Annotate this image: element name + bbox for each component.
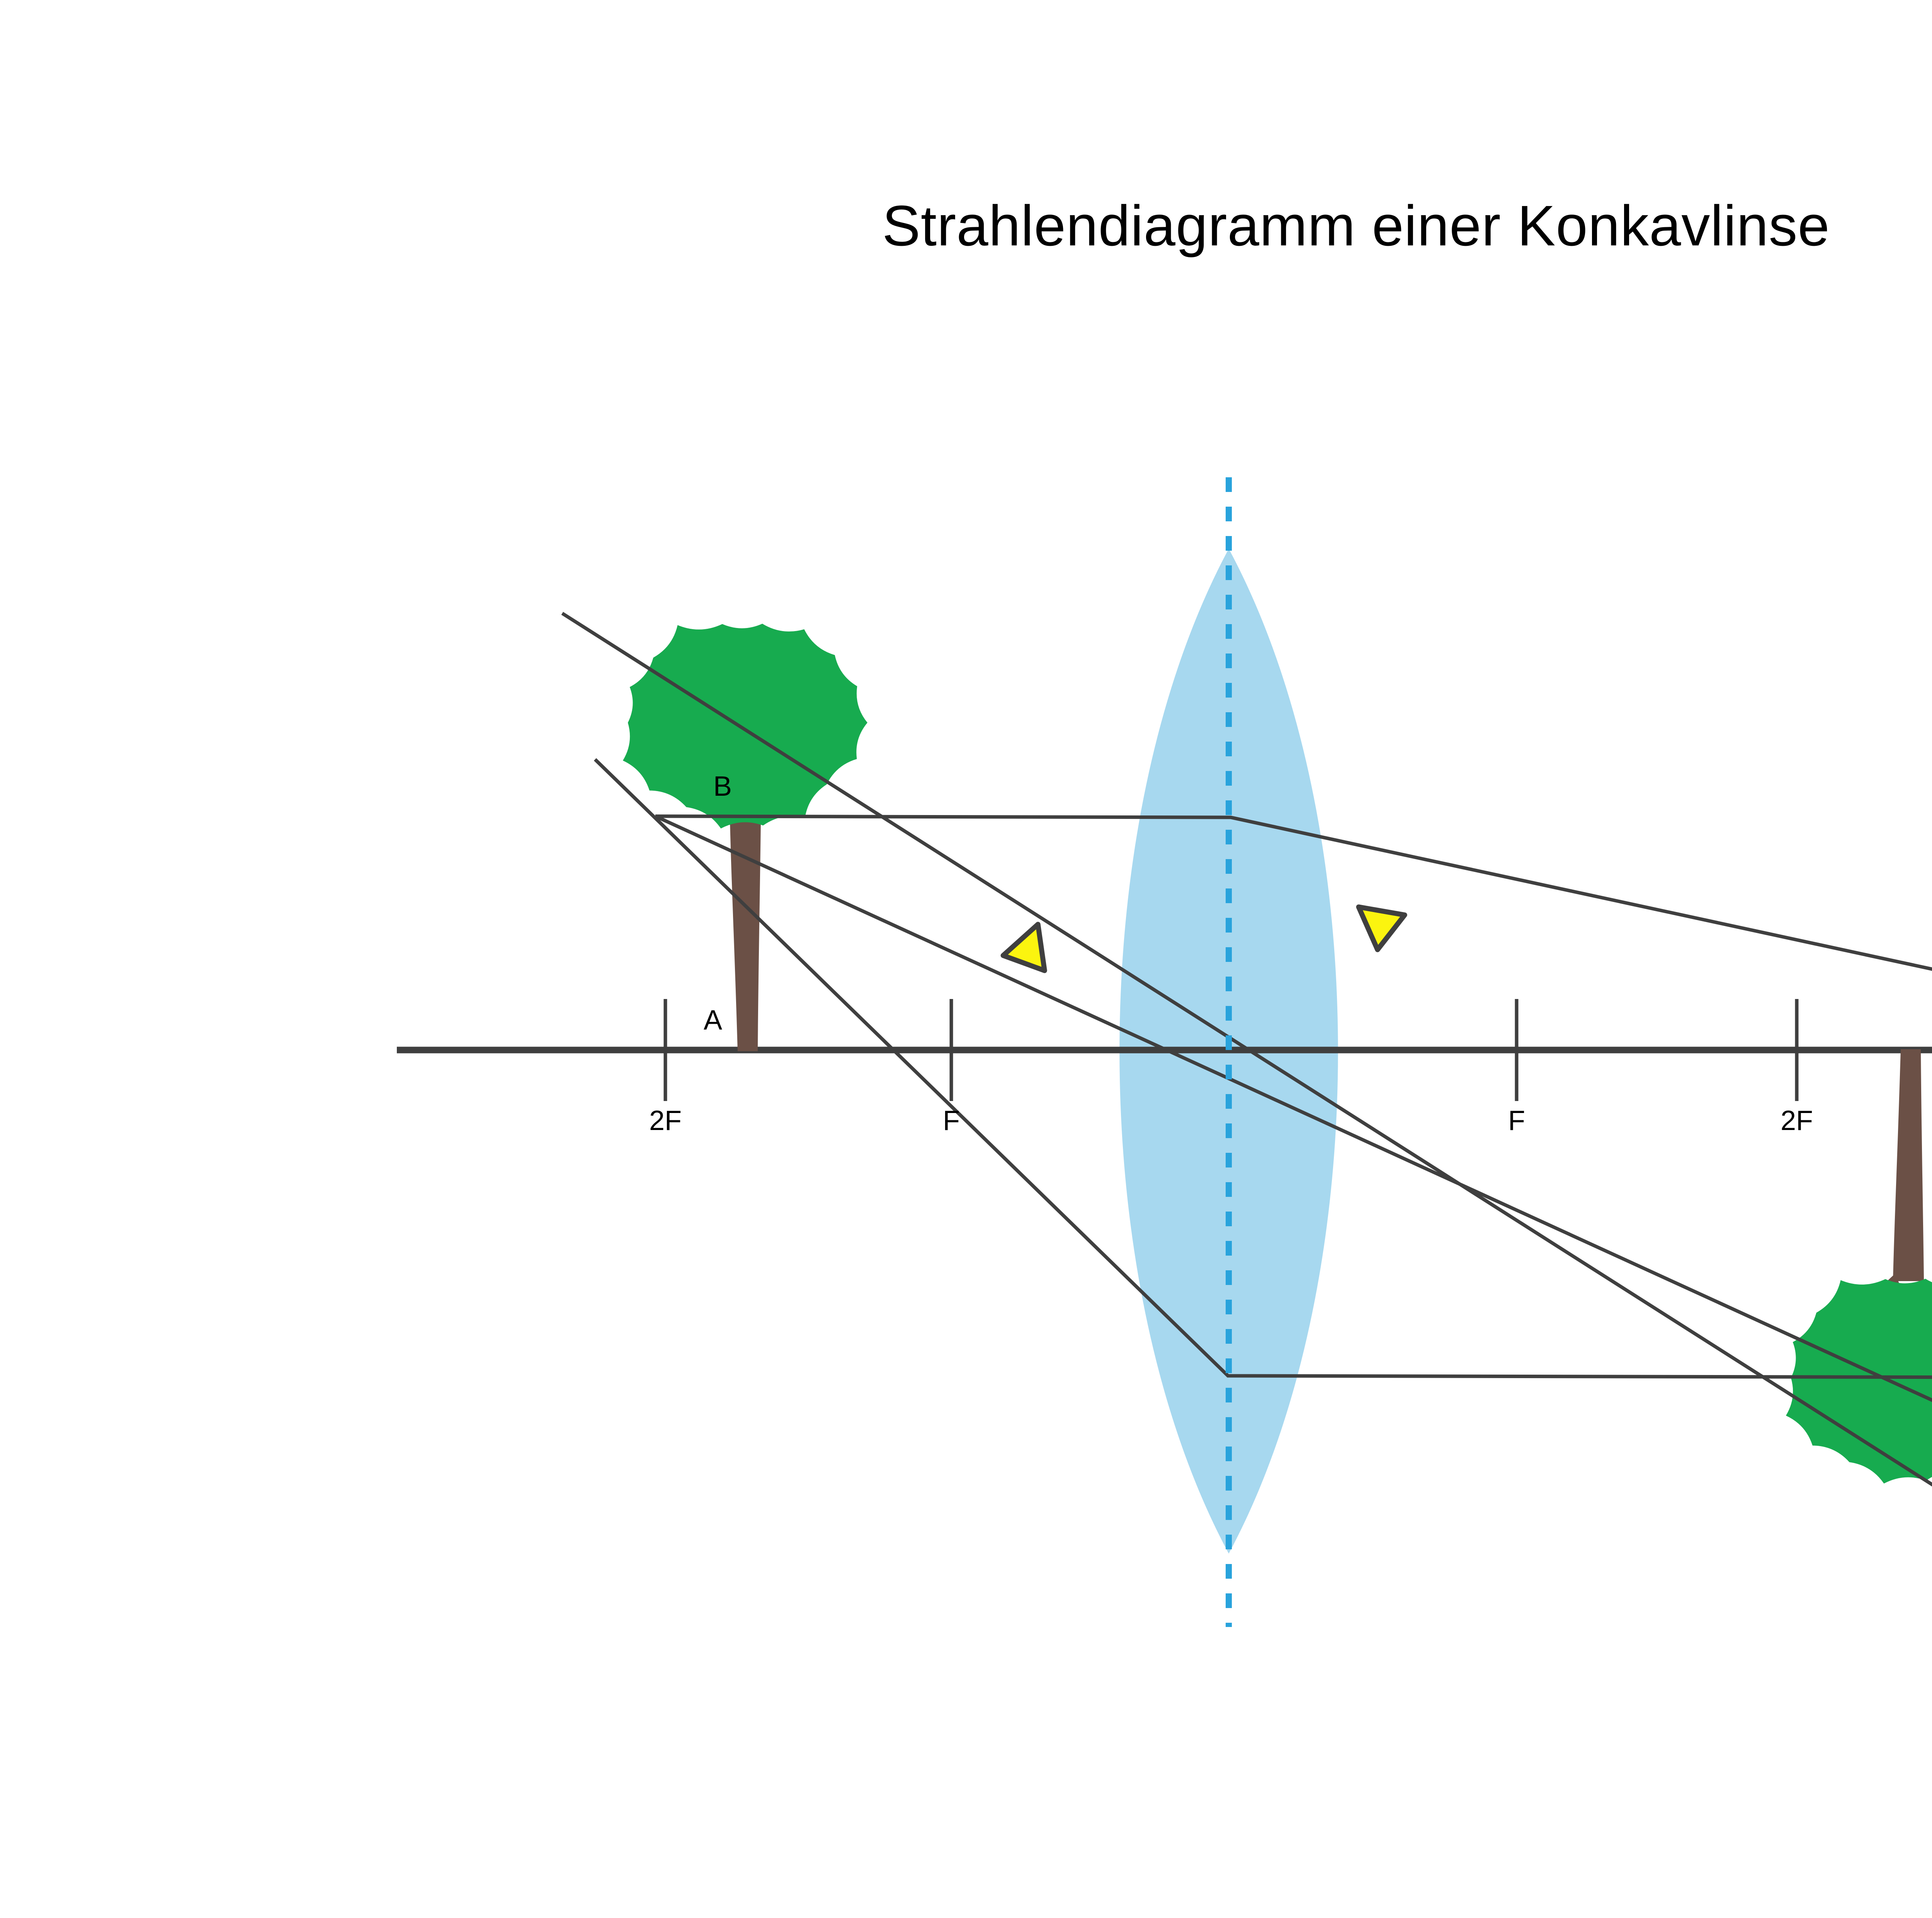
focal-tick-group bbox=[663, 999, 1799, 1101]
page-title: Strahlendiagramm einer Konkavlinse bbox=[882, 194, 1830, 258]
ray-parallel-ray-lower bbox=[594, 758, 1932, 1379]
ray-direction-marker-1 bbox=[1356, 904, 1407, 952]
tree-trunk bbox=[1893, 1049, 1924, 1281]
tick-label-f-left: F bbox=[943, 1105, 960, 1136]
point-label-b: B bbox=[713, 771, 732, 802]
image-tree bbox=[1786, 1049, 1932, 1484]
tree-trunk bbox=[730, 819, 761, 1051]
ray-ray-to-Bprime bbox=[655, 814, 1932, 1402]
tick-label-f-right: F bbox=[1508, 1105, 1525, 1136]
ray-direction-marker-group bbox=[1000, 904, 1407, 973]
ray-group bbox=[561, 612, 1932, 1487]
tree-foliage bbox=[622, 623, 867, 829]
ray-direction-marker-0 bbox=[1000, 922, 1047, 973]
point-label-a: A bbox=[703, 1005, 723, 1036]
ray-ray-through-center bbox=[561, 612, 1932, 1487]
tree-foliage bbox=[1786, 1278, 1932, 1484]
ray-parallel-ray-upper bbox=[655, 814, 1932, 971]
object-tree bbox=[622, 623, 867, 1051]
tick-label-2f-left: 2F bbox=[649, 1105, 682, 1136]
tick-label-2f-right: 2F bbox=[1780, 1105, 1813, 1136]
